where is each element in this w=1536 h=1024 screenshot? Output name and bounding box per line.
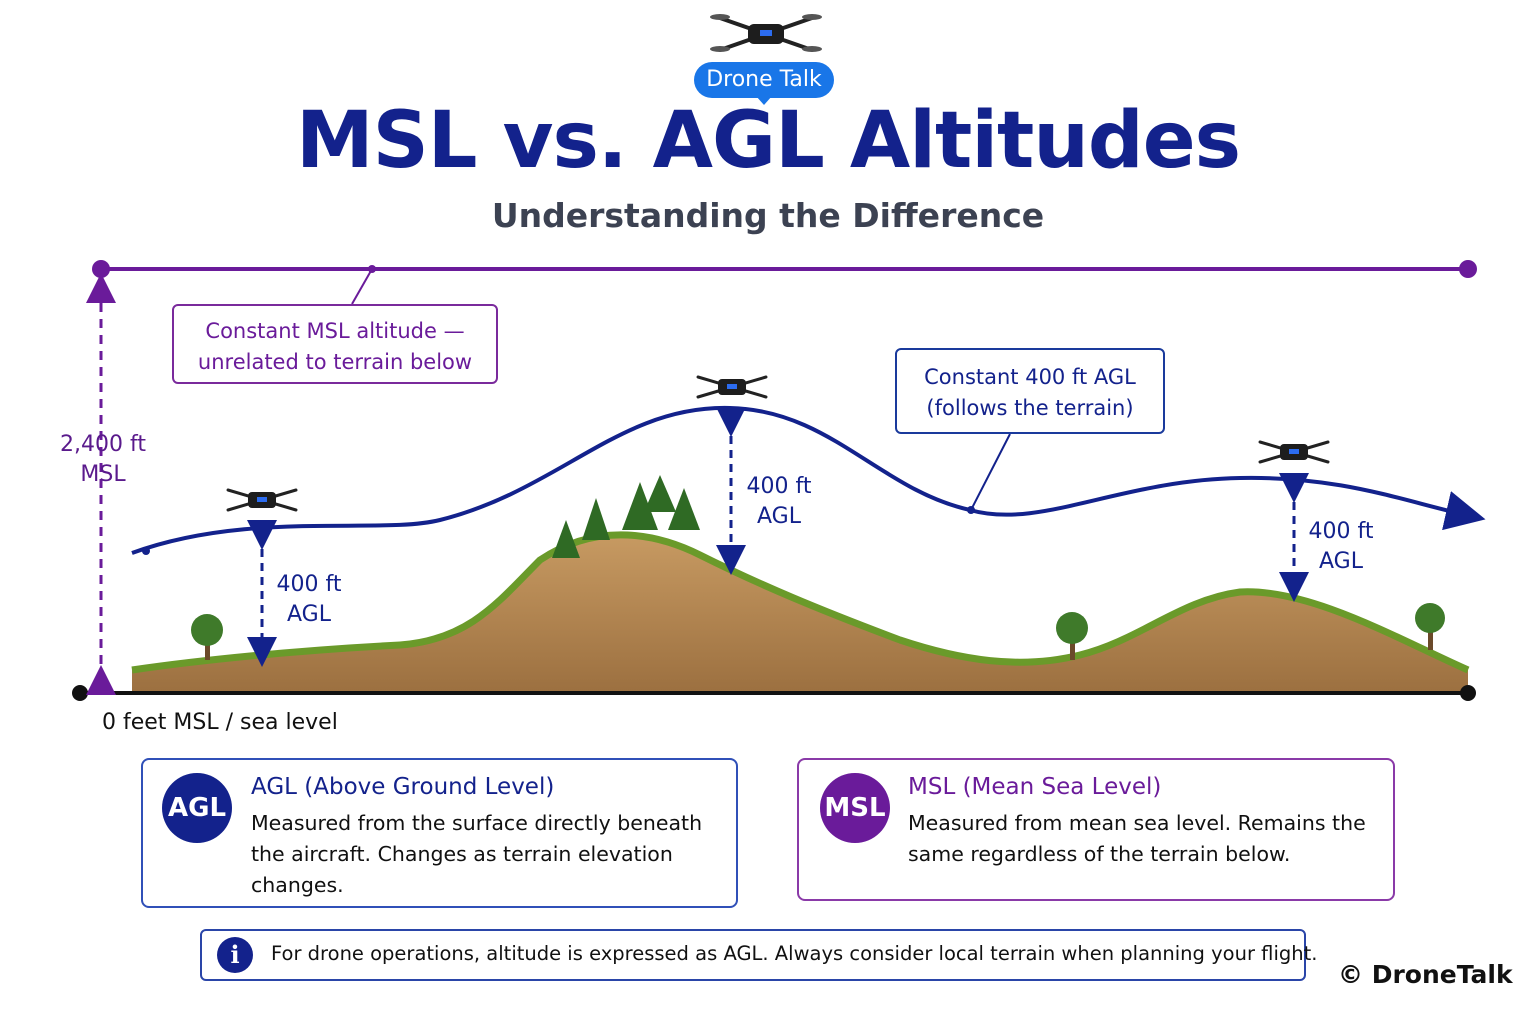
- agl-callout-line-1: Constant 400 ft AGL: [924, 365, 1136, 389]
- agl-callout: Constant 400 ft AGL (follows the terrain…: [895, 348, 1165, 434]
- agl-unit: AGL: [1319, 549, 1363, 574]
- agl-callout-leader: [970, 433, 1011, 511]
- msl-callout-line-1: Constant MSL altitude —: [205, 319, 465, 343]
- agl-value: 400 ft: [276, 572, 342, 597]
- msl-altitude-label: 2,400 ft MSL: [48, 430, 158, 490]
- sea-level-label: 0 feet MSL / sea level: [102, 710, 338, 735]
- msl-altitude-unit: MSL: [80, 462, 126, 487]
- agl-badge: AGL: [162, 773, 232, 843]
- brand-badge: Drone Talk: [694, 62, 834, 98]
- info-note-text: For drone operations, altitude is expres…: [271, 942, 1318, 965]
- agl-unit: AGL: [287, 602, 331, 627]
- msl-card-title: MSL (Mean Sea Level): [908, 774, 1162, 800]
- msl-callout-line-2: unrelated to terrain below: [197, 350, 473, 374]
- copyright: © DroneTalk: [1338, 960, 1513, 989]
- agl-value: 400 ft: [1308, 519, 1374, 544]
- page-title: MSL vs. AGL Altitudes: [295, 96, 1241, 186]
- drone-icon: [1258, 440, 1330, 464]
- agl-card-title: AGL (Above Ground Level): [251, 774, 555, 800]
- drone-icon: [696, 375, 768, 399]
- agl-definition-card: [141, 758, 738, 908]
- brand-badge-pointer: [756, 96, 772, 105]
- agl-label: 400 ft AGL: [264, 570, 354, 630]
- agl-label: 400 ft AGL: [734, 472, 824, 532]
- msl-altitude-value: 2,400 ft: [60, 432, 146, 457]
- agl-callout-line-2: (follows the terrain): [926, 396, 1134, 420]
- drone-icon: [226, 488, 298, 512]
- msl-card-description: Measured from mean sea level. Remains th…: [908, 811, 1366, 866]
- agl-card-description: Measured from the surface directly benea…: [251, 811, 703, 897]
- msl-badge: MSL: [820, 773, 890, 843]
- msl-definition-card: [797, 758, 1395, 901]
- info-note: [200, 929, 1306, 981]
- drone-logo-icon: [710, 14, 822, 52]
- tree-icon: [191, 475, 1445, 660]
- agl-flight-path: [131, 405, 1486, 555]
- agl-label: 400 ft AGL: [1296, 517, 1386, 577]
- msl-callout: Constant MSL altitude — unrelated to ter…: [172, 304, 498, 384]
- page-subtitle: Understanding the Difference: [491, 196, 1045, 235]
- altitude-diagram: [72, 260, 1486, 701]
- terrain-grass-edge: [131, 531, 1470, 674]
- msl-callout-leader: [351, 268, 373, 305]
- terrain-hills: [132, 534, 1468, 692]
- agl-unit: AGL: [757, 504, 801, 529]
- agl-value: 400 ft: [746, 474, 812, 499]
- info-icon: i: [217, 937, 253, 973]
